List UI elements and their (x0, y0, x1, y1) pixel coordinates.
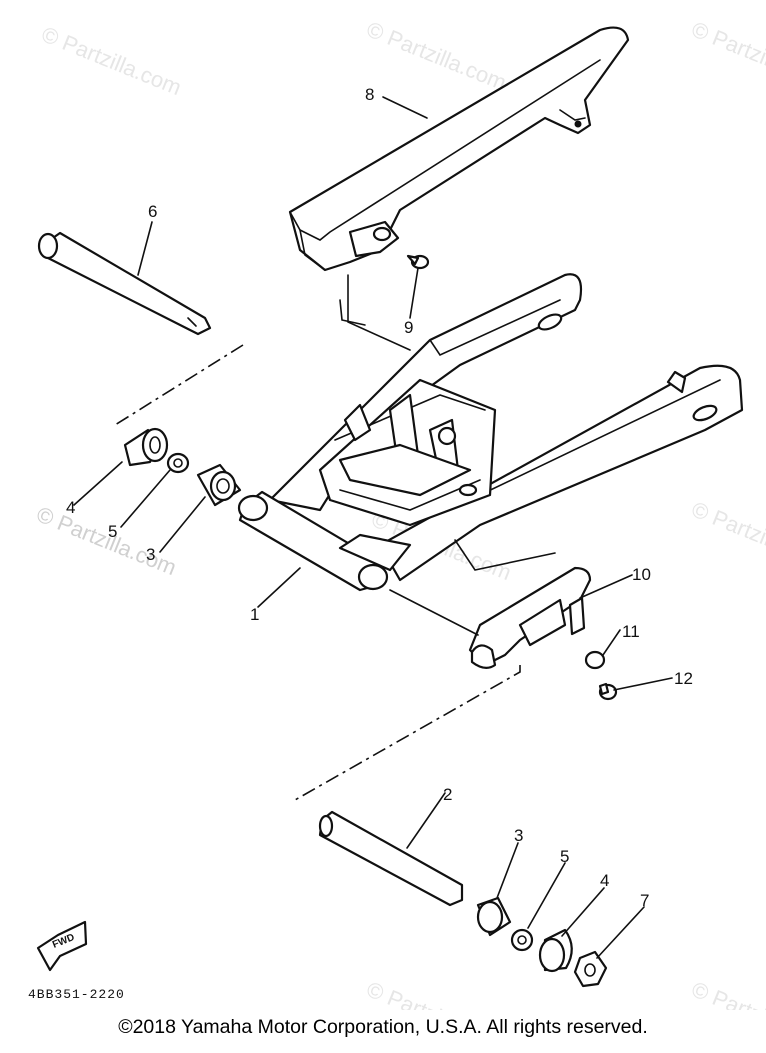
watermark: © Partzilla.com (688, 496, 766, 575)
callout-6: 6 (148, 202, 157, 221)
callout-5: 5 (560, 847, 569, 866)
bushing-3-left-part (196, 463, 242, 507)
fwd-arrow-icon: FWD (36, 920, 88, 972)
callout-4: 4 (66, 498, 75, 517)
callout-3: 3 (146, 545, 155, 564)
watermark: © Partzilla.com (33, 501, 180, 580)
callout-12: 12 (674, 669, 693, 688)
callout-labels: 8 6 9 4 5 3 1 10 11 12 2 3 5 4 7 (66, 85, 693, 910)
callout-10: 10 (632, 565, 651, 584)
watermark: © Partzilla.com (688, 16, 766, 95)
callout-9: 9 (404, 318, 413, 337)
callout-3: 3 (514, 826, 523, 845)
callout-1: 1 (250, 605, 259, 624)
bolt-9-part (406, 254, 430, 270)
watermark: © Partzilla.com (38, 21, 185, 100)
washer-5-right-part (510, 928, 534, 952)
callout-11: 11 (622, 622, 640, 641)
nut-7-part (573, 950, 608, 988)
seal-4-right-part (538, 928, 573, 973)
pivot-shaft-part (37, 231, 212, 336)
callout-4: 4 (600, 871, 609, 890)
shaft-2-part (318, 810, 464, 907)
bolt-12-part (598, 682, 618, 701)
washer-5-left-part (166, 452, 190, 474)
assembly-lines (114, 274, 556, 801)
callout-5: 5 (108, 522, 117, 541)
bushing-3-right-part (476, 896, 512, 937)
copyright-notice: ©2018 Yamaha Motor Corporation, U.S.A. A… (118, 1016, 648, 1038)
chain-puller-part (468, 566, 592, 669)
swingarm-exploded-diagram: © Partzilla.com © Partzilla.com © Partzi… (28, 16, 766, 1010)
callout-7: 7 (640, 891, 649, 910)
watermark: © Partzilla.com (363, 16, 510, 95)
chain-guard-part (288, 26, 630, 272)
watermark: © Partzilla.com (688, 976, 766, 1010)
swingarm-part (237, 273, 744, 592)
watermark: © Partzilla.com (363, 976, 510, 1010)
washer-11-part (584, 650, 606, 670)
diagram-reference-code: 4BB351-2220 (28, 987, 125, 1002)
leader-lines (73, 96, 673, 959)
seal-4-left-part (123, 427, 169, 467)
callout-8: 8 (365, 85, 374, 104)
callout-2: 2 (443, 785, 452, 804)
